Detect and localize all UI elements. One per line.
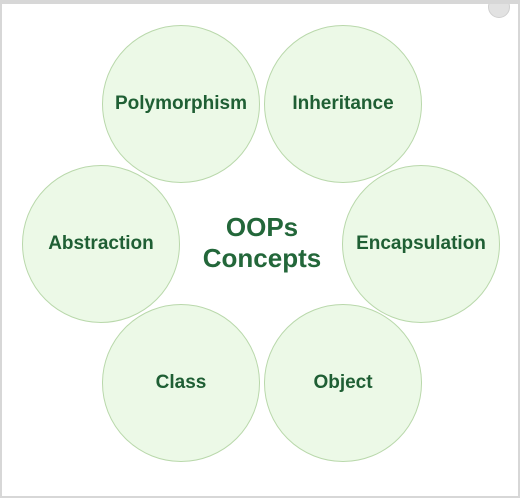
concept-label-object: Object: [313, 371, 373, 393]
concept-label-class: Class: [155, 371, 207, 393]
concept-circle-class: Class: [102, 304, 260, 462]
concept-circle-object: Object: [264, 304, 422, 462]
concept-circle-encapsulation: Encapsulation: [342, 165, 500, 323]
title-line-2: Concepts: [202, 243, 322, 273]
concept-label-polymorphism: Polymorphism: [115, 92, 247, 114]
concept-circle-abstraction: Abstraction: [22, 165, 180, 323]
title-line-1: OOPs: [225, 212, 299, 242]
concept-label-inheritance: Inheritance: [292, 92, 394, 114]
concept-label-encapsulation: Encapsulation: [356, 232, 486, 254]
concept-circle-inheritance: Inheritance: [264, 25, 422, 183]
concept-label-abstraction: Abstraction: [48, 232, 154, 254]
diagram-title: OOPs Concepts: [182, 212, 342, 274]
diagram-canvas: Polymorphism Inheritance Abstraction Enc…: [2, 4, 518, 496]
concept-circle-polymorphism: Polymorphism: [102, 25, 260, 183]
close-icon[interactable]: [488, 4, 510, 18]
